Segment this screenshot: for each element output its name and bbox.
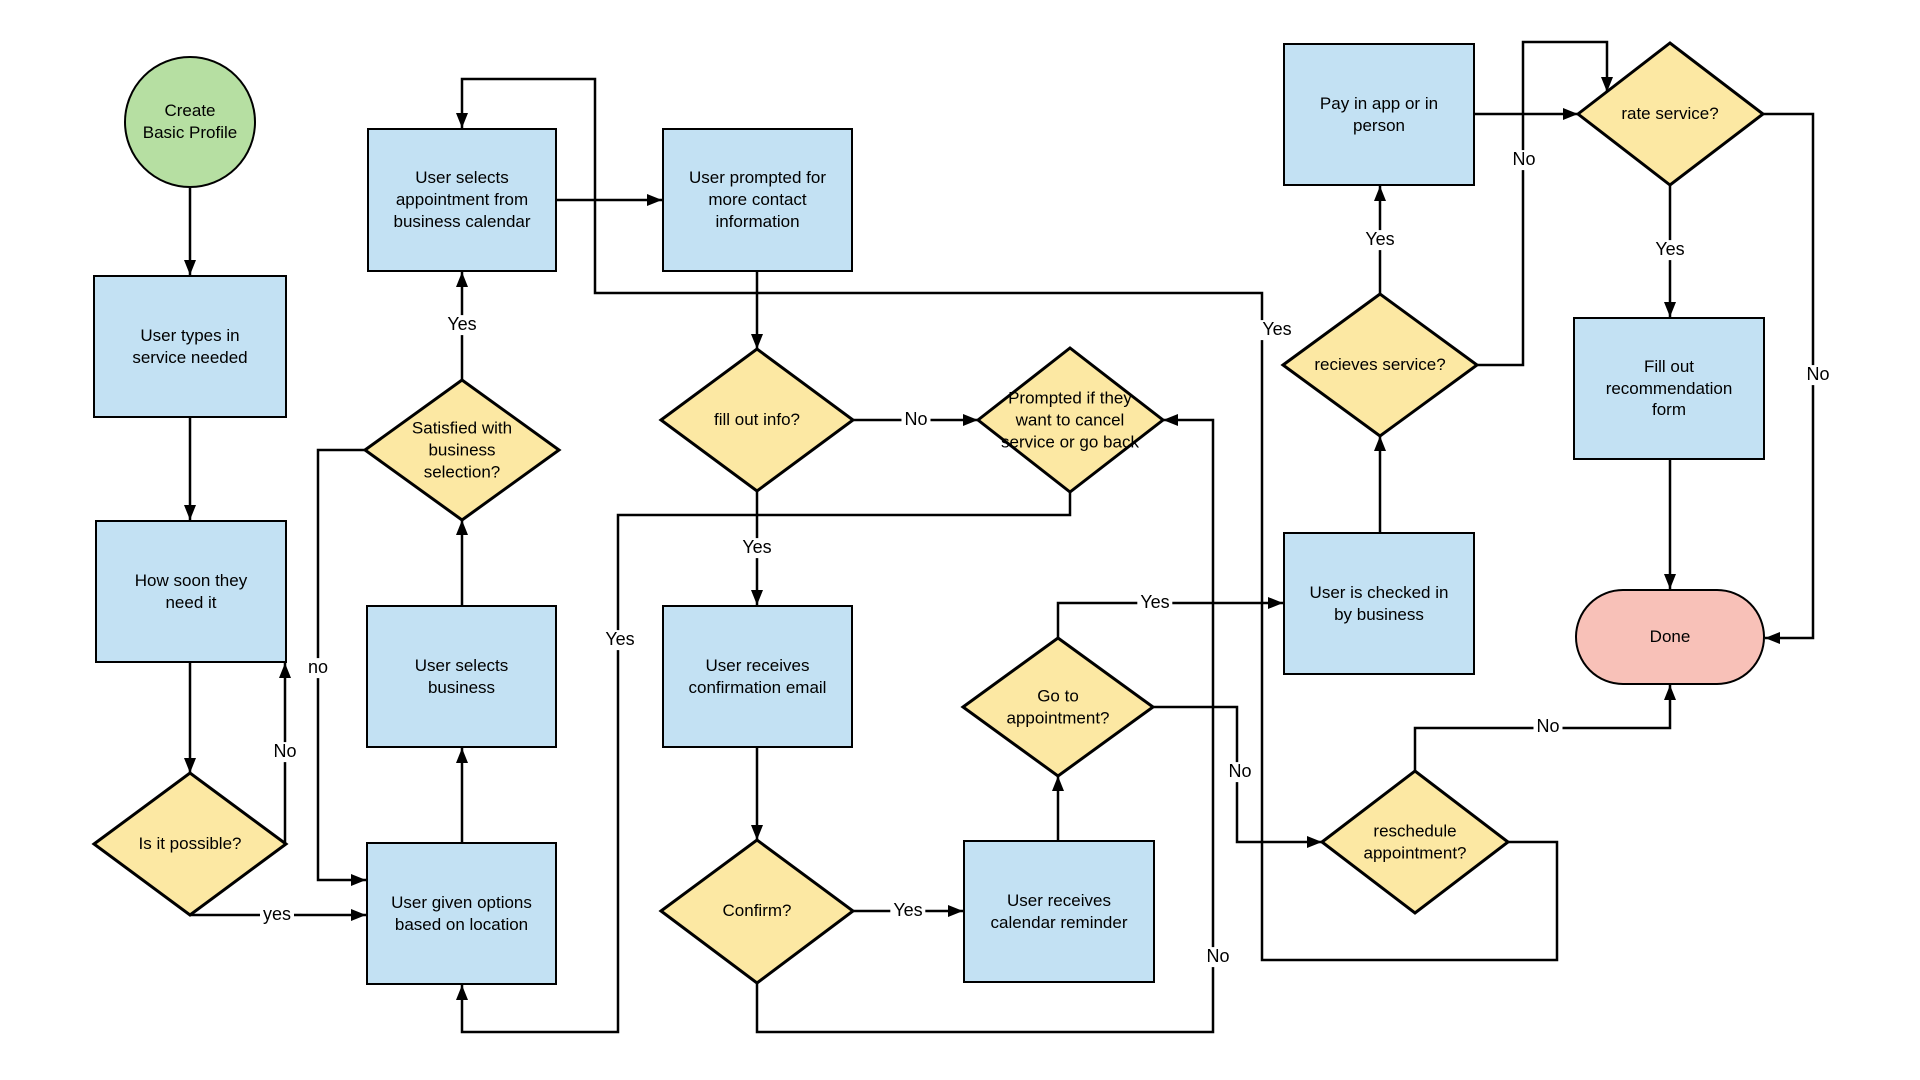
edge-label-recieves-no: No	[1509, 149, 1539, 170]
edge-label-possible-yes: yes	[259, 904, 295, 925]
edge-label-promptedcancel-yes: Yes	[602, 629, 638, 650]
process-pay: Pay in app or in person	[1283, 43, 1475, 186]
process-calendar-reminder: User receives calendar reminder	[963, 840, 1155, 983]
process-selects-business: User selects business	[366, 605, 557, 748]
edge-label-recieves-yes: Yes	[1362, 229, 1398, 250]
decision-reschedule-shape	[1319, 769, 1511, 915]
edge-label-satisfied-yes: Yes	[444, 314, 480, 335]
edge-label-rate-no: No	[1803, 364, 1833, 385]
process-confirmation-email: User receives confirmation email	[662, 605, 853, 748]
edge-label-goto-yes: Yes	[1137, 592, 1173, 613]
edge-label-reschedule-no: No	[1533, 716, 1563, 737]
decision-recieves-service-shape	[1280, 292, 1480, 438]
edge-label-goto-no: No	[1225, 761, 1255, 782]
edge-label-fillinfo-no: No	[901, 409, 931, 430]
process-prompted-contact: User prompted for more contact informati…	[662, 128, 853, 272]
process-user-types: User types in service needed	[93, 275, 287, 418]
decision-fill-out-info-shape	[658, 347, 856, 493]
decision-rate-service-shape	[1575, 41, 1766, 187]
end-node-done: Done	[1575, 589, 1765, 685]
decision-satisfied-shape	[362, 378, 562, 522]
decision-prompted-cancel-shape	[975, 346, 1166, 494]
start-node: Create Basic Profile	[124, 56, 256, 188]
decision-confirm-shape	[658, 838, 856, 985]
edge-label-possible-no: No	[270, 741, 300, 762]
edge-label-confirm-yes: Yes	[890, 900, 926, 921]
decision-is-possible-shape	[91, 771, 289, 917]
edge-label-confirm-no: No	[1203, 946, 1233, 967]
edge-label-satisfied-no: no	[304, 657, 332, 678]
process-given-options: User given options based on location	[366, 842, 557, 985]
process-how-soon: How soon they need it	[95, 520, 287, 663]
process-fill-form: Fill out recommendation form	[1573, 317, 1765, 460]
process-checked-in: User is checked in by business	[1283, 532, 1475, 675]
decision-go-to-appt-shape	[960, 636, 1156, 778]
process-selects-appointment: User selects appointment from business c…	[367, 128, 557, 272]
edge-label-reschedule-yes: Yes	[1259, 319, 1295, 340]
edge-label-fillinfo-yes: Yes	[739, 537, 775, 558]
edge-label-rate-yes: Yes	[1652, 239, 1688, 260]
